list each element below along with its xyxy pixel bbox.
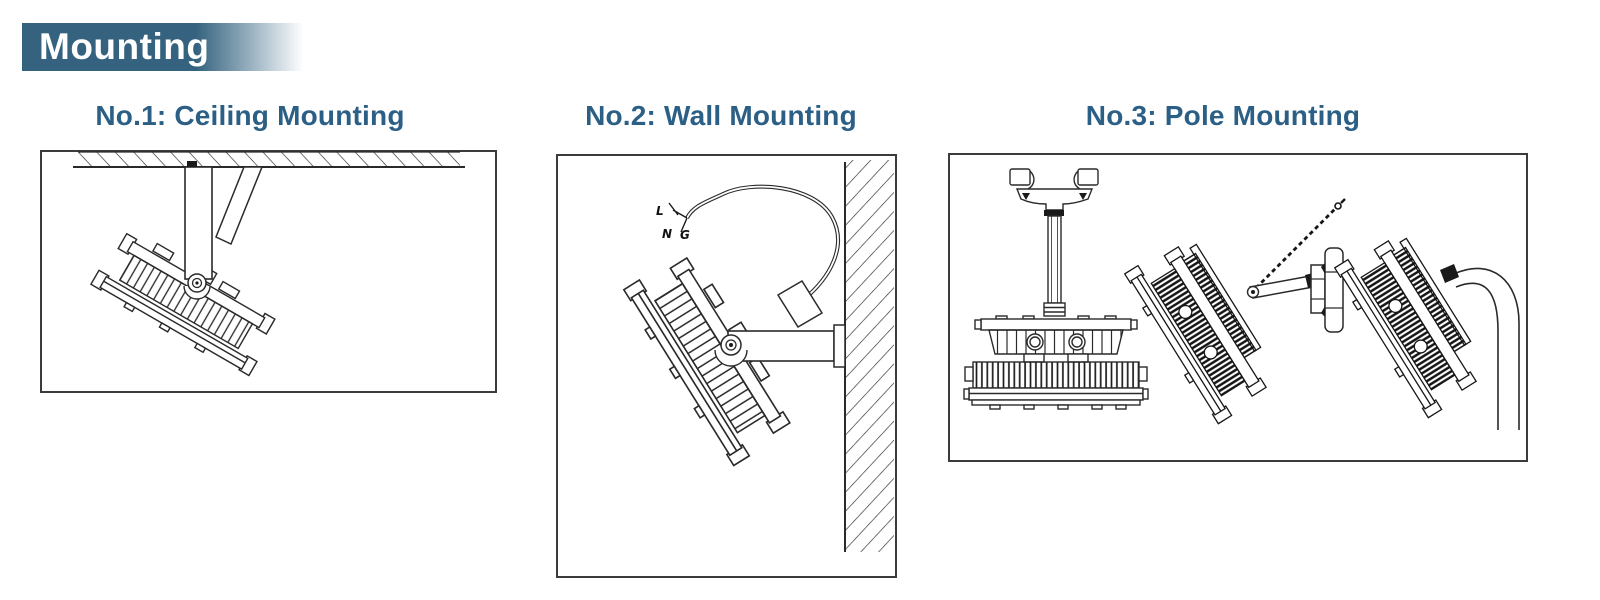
ceiling-bracket [215,166,264,246]
ceiling-mounting-title: No.1: Ceiling Mounting [95,100,405,131]
section-banner: Mounting [22,23,312,71]
mounting-arm [183,161,213,300]
pole-mounting-title: No.3: Pole Mounting [1085,100,1361,131]
wire-labels: L N G [656,204,690,242]
wall-mounting-title: No.2: Wall Mounting [585,100,857,131]
diagram-frame [556,154,897,578]
pole-connector [1440,264,1459,283]
wire-label-neutral: N [662,227,672,241]
curved-pole-mount [1331,226,1520,430]
wall-hatch [844,160,894,552]
pole-clamp-plate [1310,264,1326,314]
pole-mounting-diagram [948,153,1528,462]
pole-top-mount [963,168,1149,410]
diagram-frame [948,153,1528,462]
wire-label-ground: G [680,228,690,242]
pivot-bolt [187,273,207,293]
ceiling-mounting-diagram [40,150,497,393]
section-banner-title: Mounting [39,26,210,67]
pivot-bolt [720,334,742,356]
mounting-arm [1249,275,1314,299]
junction-box [776,279,824,329]
pole-segment [1324,247,1344,333]
safety-chain [1255,207,1337,289]
curved-pole [1453,267,1520,430]
light-fixture [1331,226,1494,420]
wall-mounting-diagram: L N G [556,154,897,578]
power-wire [668,184,841,302]
diagram-frame [40,150,497,393]
ceiling-hatch [73,151,465,168]
pole-side-mount [1121,198,1346,426]
wire-label-live: L [656,204,664,218]
